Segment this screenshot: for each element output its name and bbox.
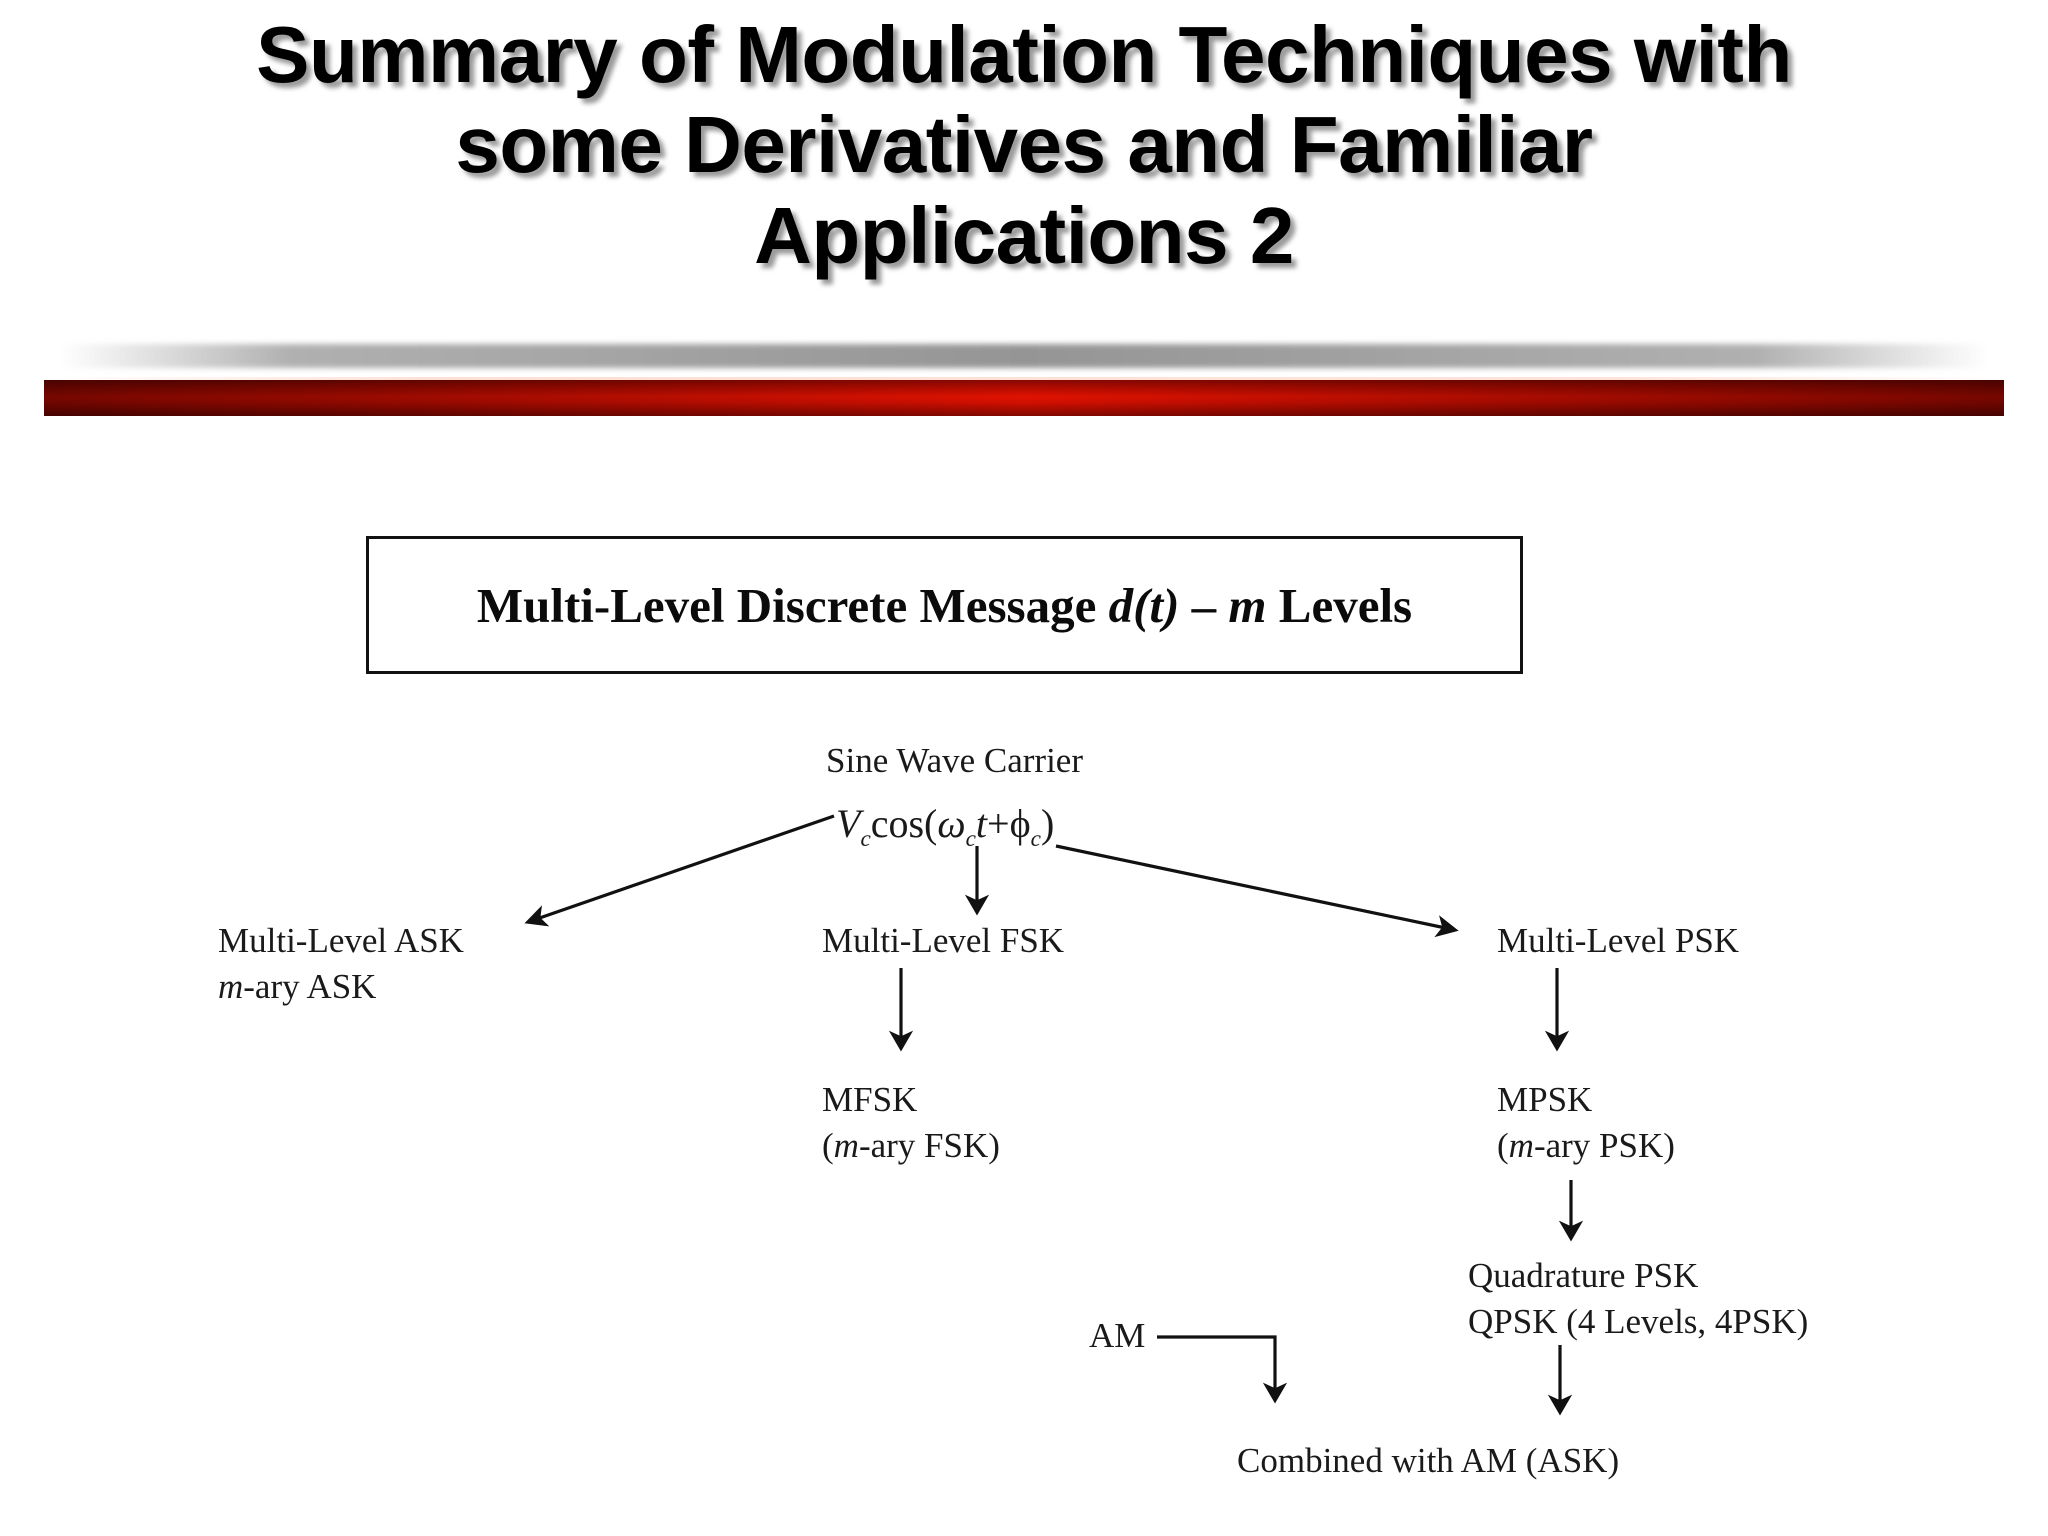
multi-level-message-label: Multi-Level Discrete Message d(t) – m Le… bbox=[477, 577, 1412, 634]
mfsk-rest: -ary FSK) bbox=[858, 1125, 1000, 1165]
formula-close-paren: ) bbox=[1040, 801, 1055, 846]
multi-level-message-box: Multi-Level Discrete Message d(t) – m Le… bbox=[366, 536, 1523, 674]
formula-omega-sub: c bbox=[965, 826, 976, 852]
accent-divider-bar bbox=[44, 377, 2004, 416]
node-mpsk: MPSK (m-ary PSK) bbox=[1497, 1077, 1675, 1168]
branch-label-psk: Multi-Level PSK bbox=[1497, 918, 1739, 964]
branch-label-ask: Multi-Level ASK m-ary ASK bbox=[218, 918, 464, 1009]
node-am: AM bbox=[1089, 1316, 1146, 1355]
formula-t: t bbox=[975, 801, 988, 846]
arrow-am-to-combined bbox=[1157, 1335, 1288, 1404]
formula-amplitude-sub: c bbox=[860, 826, 871, 852]
title-shadow-band bbox=[60, 344, 1988, 368]
mfsk-line-2: (m-ary FSK) bbox=[822, 1123, 1000, 1169]
psk-line-1: Multi-Level PSK bbox=[1497, 921, 1740, 960]
ask-line-1: Multi-Level ASK bbox=[218, 921, 464, 960]
mpsk-line-1: MPSK bbox=[1497, 1080, 1593, 1119]
symbol-t-paren: (t) bbox=[1133, 577, 1180, 633]
message-prefix-text: Multi-Level Discrete Message bbox=[476, 577, 1109, 633]
mpsk-open-paren: ( bbox=[1497, 1125, 1509, 1165]
node-combined-with-am: Combined with AM (ASK) bbox=[1237, 1441, 1620, 1480]
ask-m-symbol: m bbox=[218, 966, 244, 1006]
branch-label-fsk: Multi-Level FSK bbox=[822, 918, 1064, 964]
mfsk-line-1: MFSK bbox=[822, 1080, 918, 1119]
arrow-carrier-to-ask bbox=[524, 814, 835, 927]
formula-amplitude: V bbox=[836, 801, 861, 846]
mfsk-m-symbol: m bbox=[833, 1125, 859, 1165]
sine-wave-carrier-caption: Sine Wave Carrier bbox=[826, 741, 1083, 780]
symbol-d: d bbox=[1108, 577, 1134, 633]
fsk-line-1: Multi-Level FSK bbox=[822, 921, 1065, 960]
qpsk-line-2: QPSK (4 Levels, 4PSK) bbox=[1468, 1301, 1809, 1341]
node-qpsk: Quadrature PSK QPSK (4 Levels, 4PSK) bbox=[1468, 1253, 1808, 1344]
mfsk-open-paren: ( bbox=[822, 1125, 834, 1165]
message-suffix-text: Levels bbox=[1266, 577, 1413, 633]
arrow-carrier-to-psk bbox=[1055, 844, 1459, 938]
node-mfsk: MFSK (m-ary FSK) bbox=[822, 1077, 1000, 1168]
page-title: Summary of Modulation Techniques with so… bbox=[256, 10, 1792, 280]
mpsk-rest: -ary PSK) bbox=[1533, 1125, 1675, 1165]
ask-m-rest: -ary ASK bbox=[243, 966, 377, 1006]
formula-phi: ϕ bbox=[1009, 801, 1031, 846]
formula-omega: ω bbox=[937, 801, 966, 846]
formula-phi-sub: c bbox=[1030, 826, 1041, 852]
carrier-formula: Vccos(ωct+ϕc) bbox=[836, 798, 1054, 854]
ask-line-2: m-ary ASK bbox=[218, 964, 464, 1010]
qpsk-line-1: Quadrature PSK bbox=[1468, 1256, 1699, 1295]
formula-plus: + bbox=[987, 801, 1010, 846]
mpsk-line-2: (m-ary PSK) bbox=[1497, 1123, 1675, 1169]
formula-cos: cos( bbox=[870, 801, 938, 846]
message-dash: – bbox=[1179, 577, 1229, 633]
symbol-m: m bbox=[1228, 577, 1267, 633]
mpsk-m-symbol: m bbox=[1508, 1125, 1534, 1165]
